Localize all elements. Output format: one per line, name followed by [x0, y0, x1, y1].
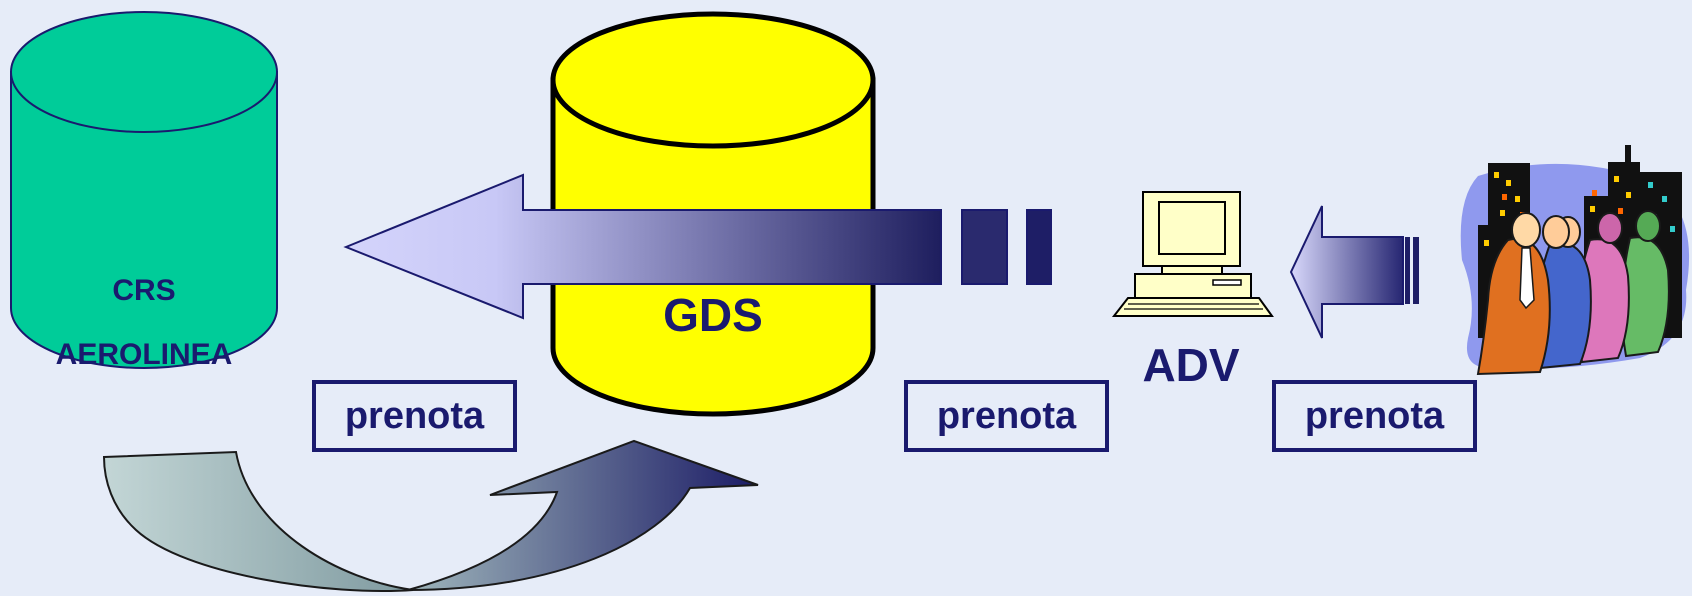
crs-database-cylinder: CRS AEROLINEA — [10, 11, 278, 371]
crs-airline-label: AEROLINEA — [56, 338, 233, 371]
prenota-box-adv-customers: prenota — [1272, 380, 1477, 452]
prenota-box-crs-gds: prenota — [312, 380, 517, 452]
crs-to-gds-curved-arrow — [102, 439, 759, 593]
crs-label: CRS — [112, 274, 175, 307]
business-people-icon — [1460, 145, 1690, 376]
gds-label: GDS — [663, 289, 763, 341]
computer-icon — [1111, 191, 1274, 317]
people-to-adv-arrow — [1289, 205, 1419, 339]
adv-label: ADV — [1142, 339, 1239, 391]
prenota-box-gds-adv: prenota — [904, 380, 1109, 452]
gds-to-crs-arrow — [343, 173, 1052, 320]
